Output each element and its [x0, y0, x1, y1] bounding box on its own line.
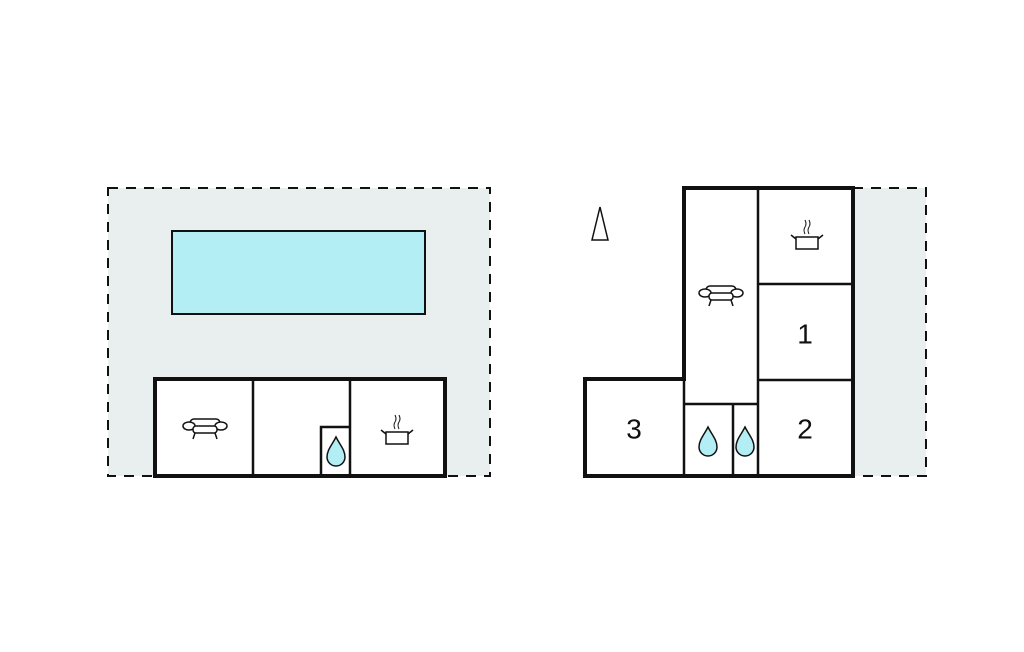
pool: [171, 230, 426, 315]
ground-floor-plan: [107, 187, 491, 478]
building-outline: [583, 186, 855, 478]
interior-walls: [682, 188, 853, 476]
north-arrow-icon: [591, 206, 609, 241]
bedroom-3-label: 3: [626, 414, 642, 445]
upper-floor-plan: 1 2 3: [583, 186, 927, 478]
interior-walls: [251, 379, 352, 476]
bedroom-1-label: 1: [797, 319, 813, 350]
terrace: [852, 187, 927, 477]
bedroom-2-label: 2: [797, 414, 813, 445]
